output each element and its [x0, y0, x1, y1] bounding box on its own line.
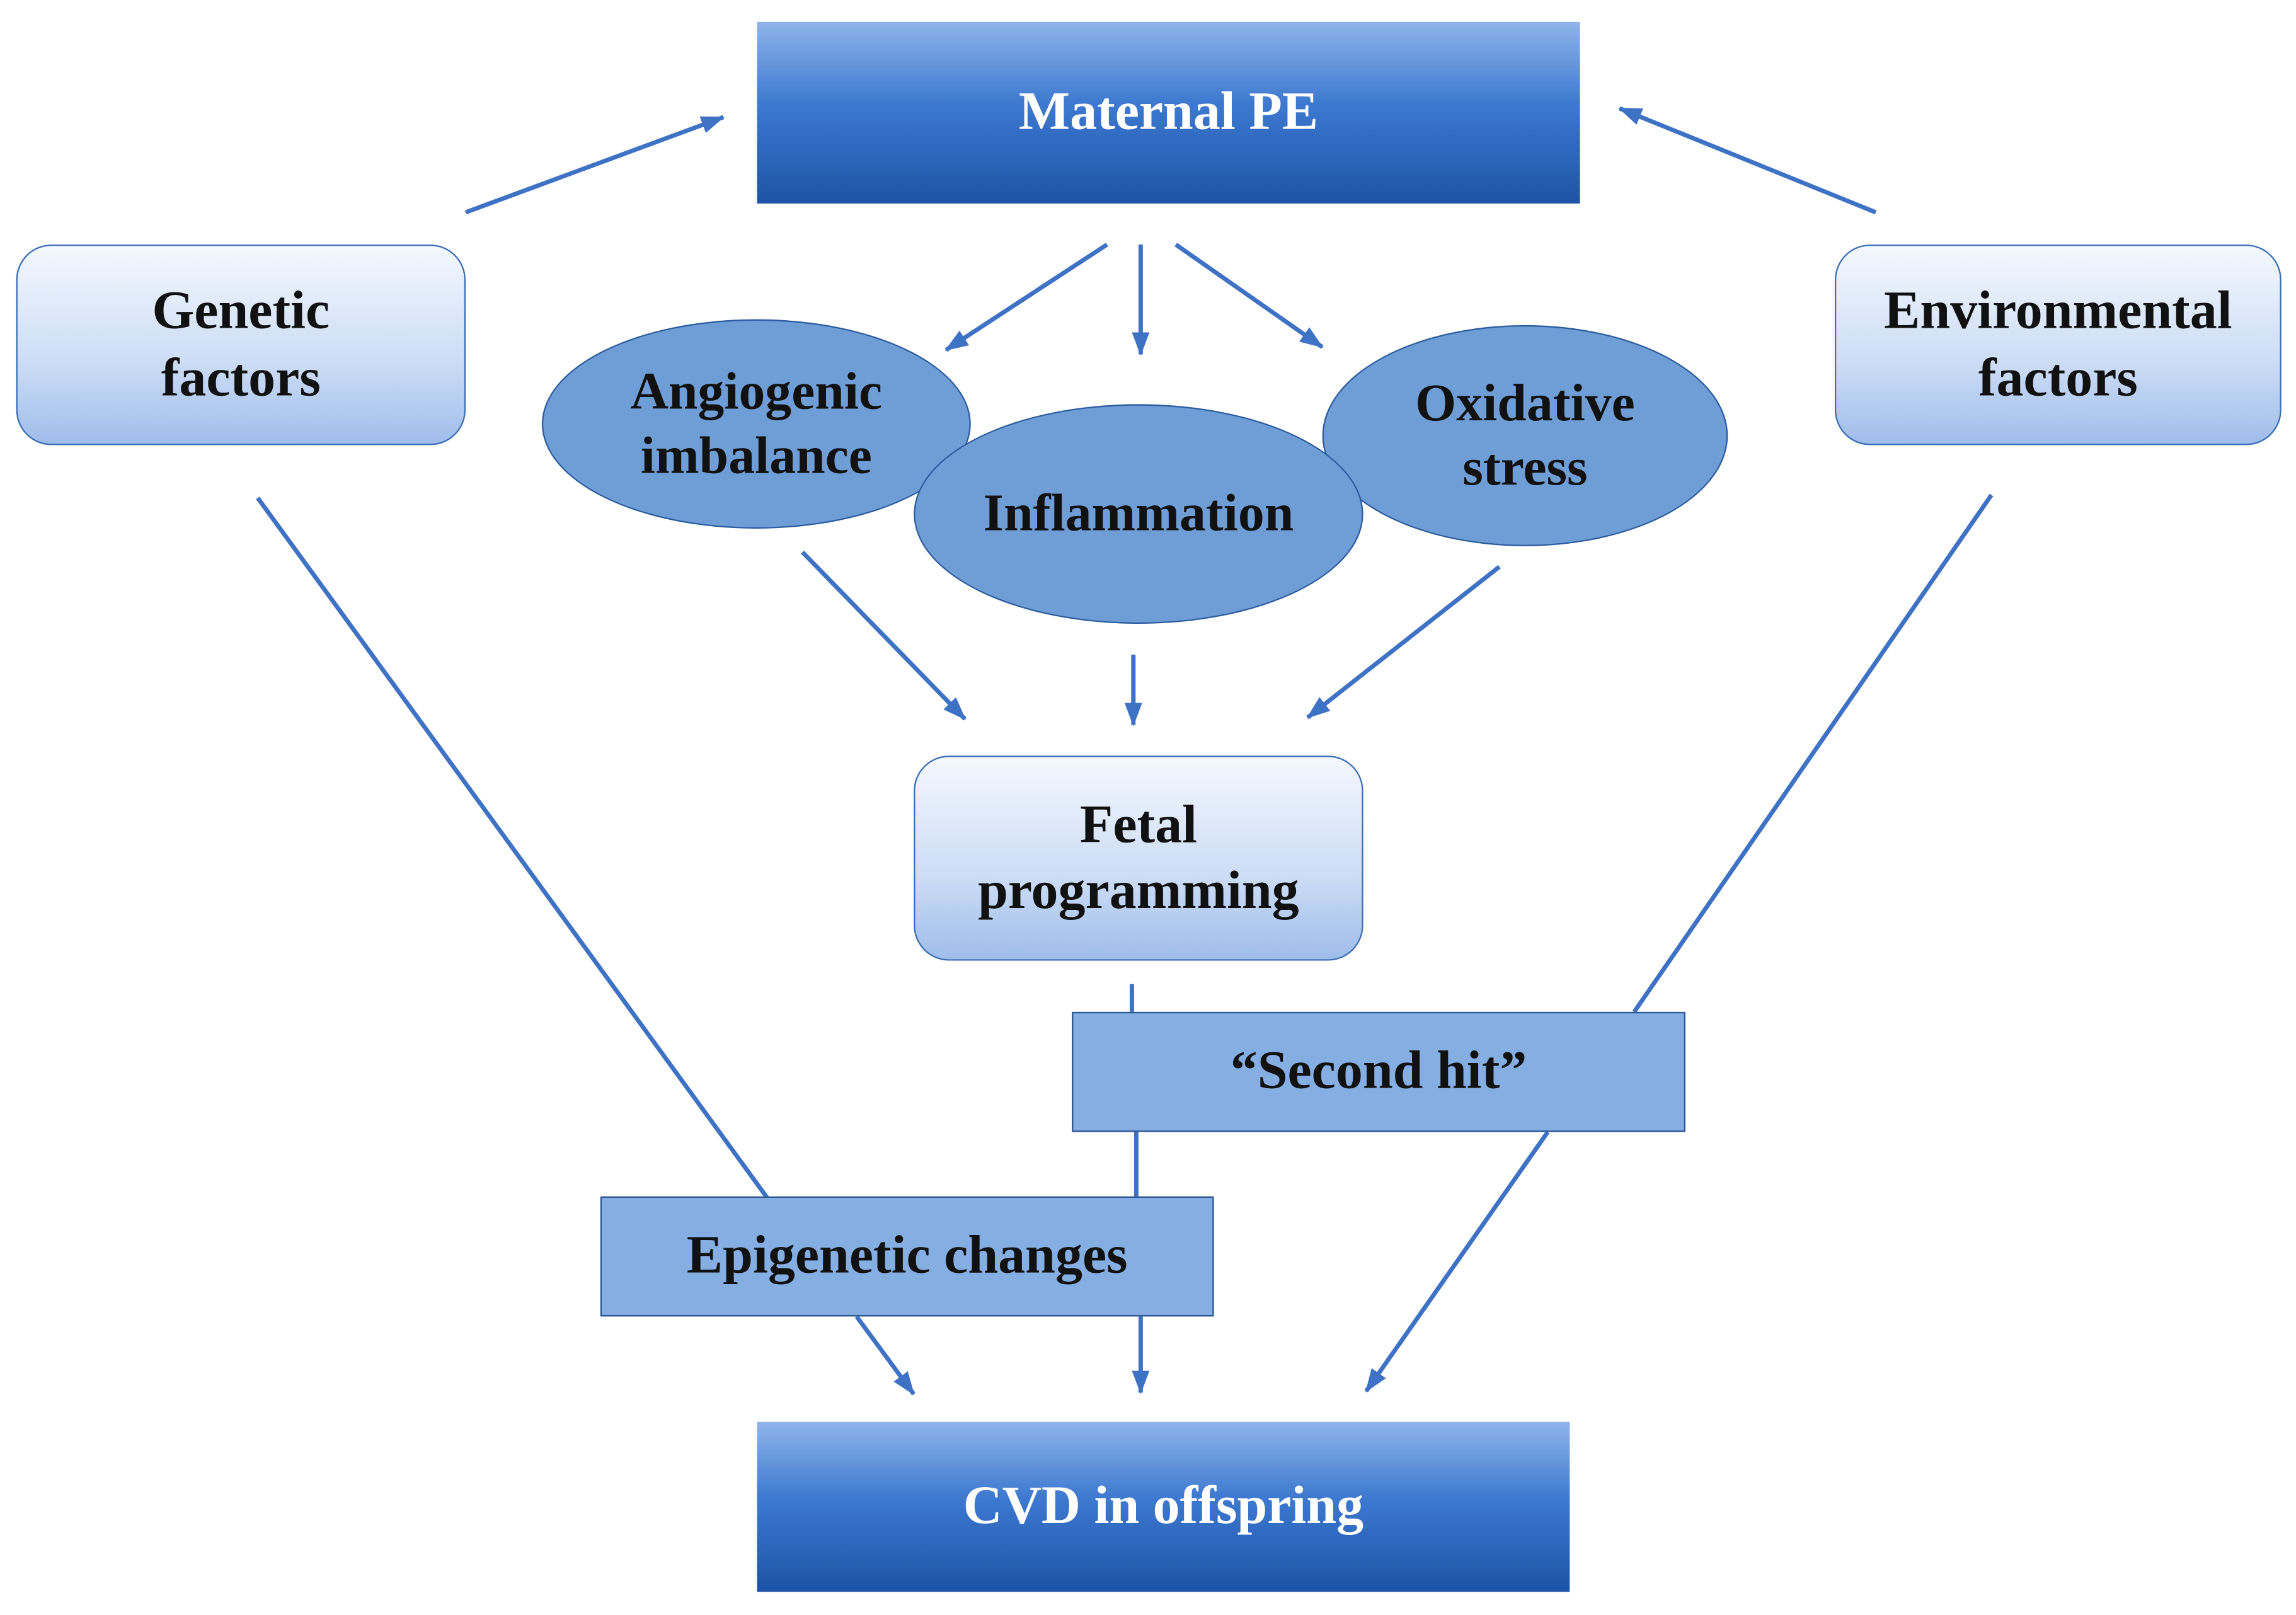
- fetal-programming-label: Fetal programming: [978, 795, 1299, 921]
- cvd-in-offspring-label: CVD in offspring: [963, 1476, 1364, 1537]
- inflammation-label: Inflammation: [983, 483, 1294, 542]
- cvd-in-offspring-box: CVD in offspring: [757, 1422, 1570, 1592]
- genetic-factors-label: Genetic factors: [152, 282, 330, 408]
- maternal-pe-label: Maternal PE: [1018, 83, 1319, 143]
- inflammation-ellipse: Inflammation: [914, 404, 1363, 624]
- arrow-environmental-to-pe: [1618, 106, 1877, 215]
- line-environmental-to-second-hit: [1632, 493, 1994, 1013]
- maternal-pe-box: Maternal PE: [757, 21, 1580, 204]
- arrow-angiogenic-to-fetal: [801, 550, 967, 721]
- arrow-epigenetic-to-cvd: [854, 1315, 916, 1396]
- angiogenic-imbalance-label: Angiogenic imbalance: [630, 361, 883, 485]
- oxidative-stress-ellipse: Oxidative stress: [1322, 325, 1728, 546]
- second-hit-label: “Second hit”: [1230, 1042, 1527, 1102]
- fetal-programming-box: Fetal programming: [914, 756, 1363, 961]
- line-genetic-to-epigenetic: [256, 497, 769, 1200]
- arrow-oxidative-to-fetal: [1306, 565, 1501, 720]
- angiogenic-imbalance-ellipse: Angiogenic imbalance: [541, 319, 971, 529]
- second-hit-box: “Second hit”: [1072, 1011, 1685, 1132]
- epigenetic-changes-label: Epigenetic changes: [686, 1226, 1128, 1287]
- arrow-pe-to-oxidative: [1174, 243, 1324, 349]
- arrow-genetic-to-pe: [464, 115, 725, 215]
- oxidative-stress-label: Oxidative stress: [1415, 372, 1635, 496]
- environmental-factors-label: Environmental factors: [1884, 282, 2232, 408]
- arrow-pe-to-angiogenic: [944, 243, 1108, 352]
- arrow-second-hit-to-cvd: [1364, 1130, 1550, 1393]
- environmental-factors-box: Environmental factors: [1834, 244, 2282, 445]
- genetic-factors-box: Genetic factors: [16, 244, 466, 445]
- epigenetic-changes-box: Epigenetic changes: [600, 1196, 1214, 1317]
